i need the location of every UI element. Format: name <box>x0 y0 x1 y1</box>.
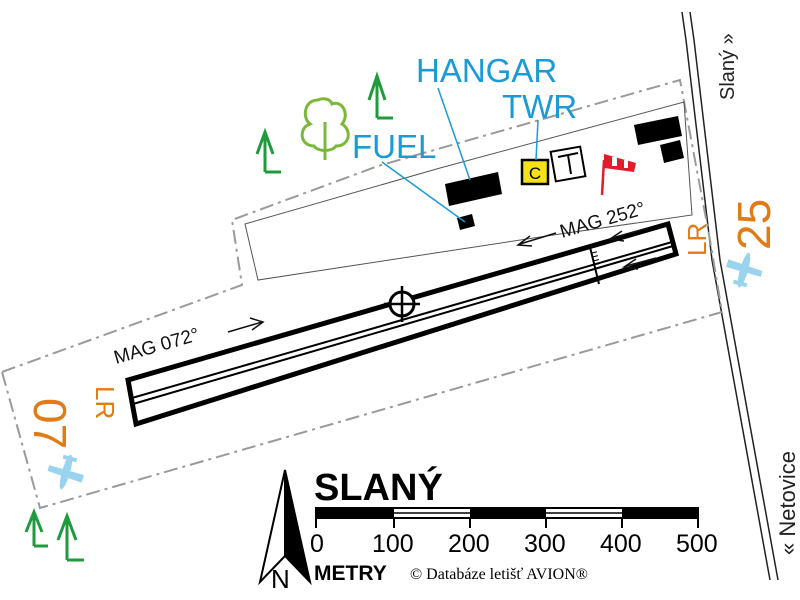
scale-tick-label: 500 <box>676 530 718 558</box>
t-signal <box>549 145 587 183</box>
tower-letter: C <box>529 164 541 183</box>
apron-area <box>244 101 693 281</box>
arrow-left-icon <box>515 232 557 247</box>
road-label-north: Slaný » <box>717 33 739 100</box>
scale-tick-label: 100 <box>372 530 414 558</box>
scale-tick-labels: 0 100 200 300 400 500 <box>310 530 718 558</box>
scale-tick-label: 300 <box>524 530 566 558</box>
aerodrome-boundary <box>0 78 724 510</box>
north-arrow-icon: N <box>258 469 312 594</box>
crosshair-icon <box>384 286 420 322</box>
windsock-icon <box>600 154 636 196</box>
arrow-left-icon-3 <box>621 257 657 270</box>
up-arrow-icon-3 <box>24 507 48 548</box>
runway-25-label: 25 <box>728 199 780 250</box>
label-twr: TWR <box>502 88 577 125</box>
hangar-building <box>445 172 502 206</box>
airfield-name: SLANÝ <box>314 465 443 509</box>
north-label: N <box>271 564 290 594</box>
runway-07-label: 07 <box>24 398 76 449</box>
tree-icon <box>300 97 350 160</box>
label-fuel: FUEL <box>352 128 436 165</box>
aircraft-icon-west <box>47 454 84 490</box>
scale-bar <box>315 507 699 528</box>
up-arrow-icon-2 <box>255 127 281 174</box>
twr-leader <box>535 119 539 161</box>
scale-tick-label: 400 <box>600 530 642 558</box>
fuel-leader <box>381 161 466 223</box>
copyright-text: © Databáze letišť AVION® <box>410 566 588 583</box>
up-arrow-icon <box>367 71 393 120</box>
arrow-left-icon-2 <box>607 227 649 242</box>
label-hangar: HANGAR <box>416 52 557 89</box>
lr-label-east: LR <box>682 223 712 256</box>
fuel-station <box>457 214 475 230</box>
up-arrow-icon-4 <box>56 511 84 562</box>
runway <box>125 220 680 428</box>
tower-c-box: C <box>520 158 550 186</box>
road <box>681 11 779 581</box>
aircraft-icon-east <box>726 252 763 288</box>
road-label-south: « Netovice <box>775 451 800 555</box>
building-east <box>634 116 684 163</box>
hangar-leader <box>437 87 471 181</box>
scale-tick-label: 0 <box>310 530 324 558</box>
scale-tick-label: 200 <box>448 530 490 558</box>
scale-unit-label: METRY <box>314 562 387 585</box>
lr-label-west: LR <box>90 386 120 419</box>
arrow-right-icon <box>227 317 265 333</box>
